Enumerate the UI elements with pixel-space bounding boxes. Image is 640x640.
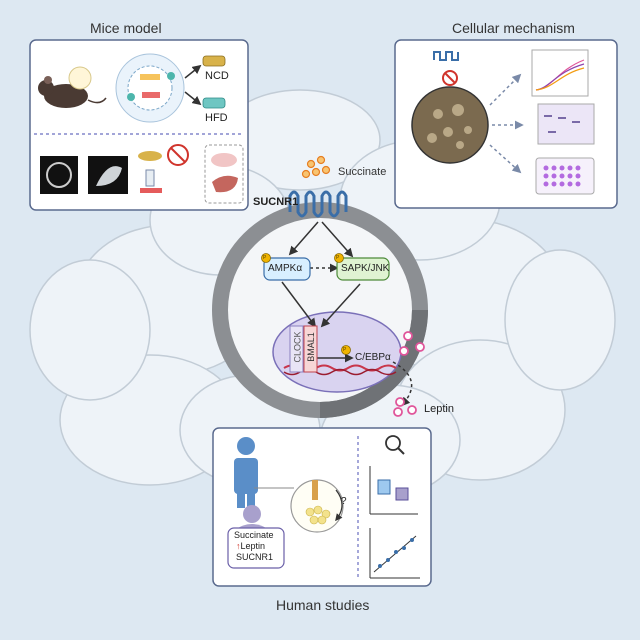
clock-box <box>289 325 304 373</box>
bmal1-box <box>303 325 318 373</box>
sucnr1-receptor <box>288 190 348 218</box>
human-biomarker-box <box>227 527 285 569</box>
magnifier-icon <box>385 435 405 455</box>
signaling-arrows <box>281 221 413 407</box>
phospho-label-3: P <box>343 347 347 353</box>
correlation-plot-thumbnail <box>369 528 420 579</box>
human-studies-title: Human studies <box>276 597 370 613</box>
adipocyte-zoom-icon <box>115 53 185 123</box>
biomarker-line-1: Succinate <box>234 530 274 540</box>
biomarker-line-2: ↑Leptin <box>236 541 266 551</box>
phospho-markers <box>261 253 351 355</box>
receptor-knockdown-icon <box>433 51 459 86</box>
tissue-samples-box <box>204 144 244 204</box>
mouse-icon <box>38 66 107 108</box>
panel-arrows <box>489 73 524 174</box>
cellular-mechanism-title: Cellular mechanism <box>452 20 575 36</box>
sapk-jnk-node <box>336 257 390 281</box>
ncd-chow-icon <box>202 55 226 67</box>
no-food-icon <box>167 144 189 166</box>
mice-model-title: Mice model <box>90 20 162 36</box>
western-blot-thumbnail <box>537 103 595 145</box>
cebpa-label: C/EBPα <box>355 352 391 363</box>
lean-person-icon <box>234 437 258 508</box>
ampka-node <box>263 257 311 281</box>
hfd-chow-icon <box>202 97 226 109</box>
ct-scan-image-1 <box>40 156 78 194</box>
boxplot-thumbnail <box>369 466 418 515</box>
bmal1-label: BMAL1 <box>305 332 316 362</box>
brain-tissue-icon <box>211 153 237 167</box>
sapk-jnk-label: SAPK/JNK <box>341 263 390 274</box>
liver-tissue-icon <box>212 175 238 193</box>
succinate-label: Succinate <box>338 166 387 178</box>
phospho-label-2: P <box>336 255 340 261</box>
biomarker-line-3: SUCNR1 <box>236 552 274 562</box>
leptin-molecules <box>393 331 425 417</box>
biomarker-line-2-text: Leptin <box>240 541 266 551</box>
phospho-label-1: P <box>263 255 267 261</box>
microscopy-image <box>411 86 489 164</box>
sucnr1-label: SUCNR1 <box>253 196 299 208</box>
leptin-output-label: Leptin <box>424 403 454 415</box>
hfd-label: HFD <box>205 112 228 124</box>
food-intake-icon <box>138 151 162 193</box>
clock-label: CLOCK <box>292 331 303 363</box>
question-mark-label: ? <box>341 496 347 507</box>
succinate-molecules <box>301 155 331 179</box>
ampka-label: AMPKα <box>268 263 303 274</box>
ncd-label: NCD <box>205 70 229 82</box>
